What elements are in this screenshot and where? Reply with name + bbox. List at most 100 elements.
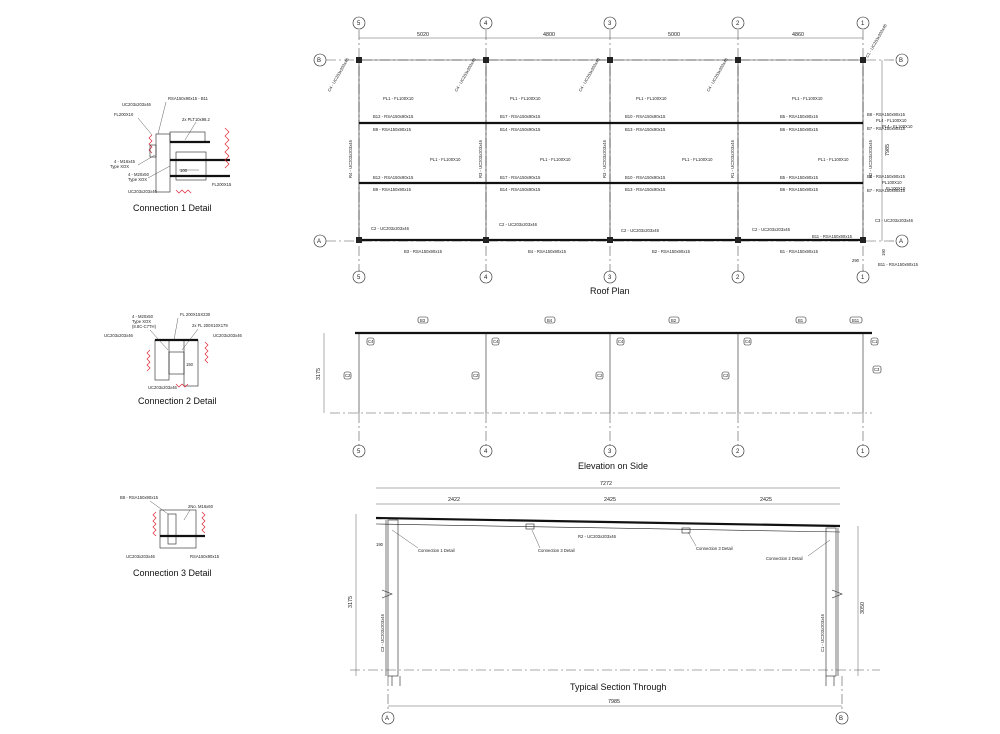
section-axis-a: A	[385, 716, 389, 722]
elev-top-tag-0: B3	[420, 318, 426, 323]
conn2-label-5: UC203x203x46	[104, 333, 134, 338]
plan-b-lower2-0: B9 - RSA150x90x15	[373, 187, 412, 192]
plan-c3: C3 - UC203x203x46	[875, 218, 914, 223]
conn3-label-0: B8 - RSA150x90x15	[120, 495, 159, 500]
plan-rafter-4: R2 - UC203x203x46	[868, 139, 873, 178]
elev-side-tag-0: C2	[345, 373, 351, 378]
section-width-dim: 7985	[608, 699, 620, 705]
conn3-label-3: RSA150x90x15	[190, 554, 220, 559]
elev-grid-3: 3	[608, 449, 612, 455]
section-col-left: C3 - UC203x203x46	[380, 613, 385, 652]
grid-col-3-top: 3	[608, 21, 612, 27]
plan-b-lower-1: B17 - RSA150x90x15	[500, 175, 541, 180]
plan-b-bottom-2: B2 - RSA150x90x15	[652, 249, 691, 254]
plan-b-lower2-3: B6 - RSA150x90x15	[780, 187, 819, 192]
grid-col-5-top: 5	[357, 21, 361, 27]
conn1-label-7: Type XOX	[128, 177, 147, 182]
elev-col-tag-3: C4	[745, 339, 751, 344]
plan-rafter-0: R4 - UC203x203x46	[348, 139, 353, 178]
grid-row-b-right: B	[899, 58, 903, 64]
plan-b-lower-2: B10 - RSA150x90x15	[625, 175, 666, 180]
plan-right-6: FL100X10	[886, 186, 906, 191]
plan-c2-0: C2 - UC203x203x46	[371, 226, 410, 231]
conn1-label-6: 4 - M20x50	[128, 172, 150, 177]
plan-col-label-1: C4 - UC203x203x46	[454, 57, 478, 93]
plan-b-upper2-1: B14 - RSA150x90x15	[500, 127, 541, 132]
plan-pl-upper-1: PL1 - FL100X10	[510, 96, 541, 101]
plan-b-lower2-2: B13 - RSA150x90x15	[625, 187, 666, 192]
plan-pl-upper-3: PL1 - FL100X10	[792, 96, 823, 101]
section-span-2: 2425	[760, 497, 772, 503]
plan-b-lower-0: B12 - RSA150x90x15	[373, 175, 414, 180]
elevation-on-side: 3175 B3 B4 B2 B1 B11 C4 C4 C4 C4 C1 C2 C…	[316, 316, 882, 471]
grid-col-4-bottom: 4	[484, 275, 488, 281]
elev-side-tag-1: C2	[473, 373, 479, 378]
plan-b-bottom-0: B3 - RSA150x90x15	[404, 249, 443, 254]
plan-right-5: PL100X10	[882, 180, 902, 185]
plan-pl-lower-2: PL1 - FL100X10	[682, 157, 713, 162]
section-axis-b: B	[839, 716, 843, 722]
elev-grid-1: 1	[861, 449, 865, 455]
plan-b-upper-2: B10 - RSA150x90x15	[625, 114, 666, 119]
typical-section: 7272 2422 2425 2425 R2 - UC203x203x46 Co…	[348, 481, 880, 725]
plan-col-label-4: C1 - UC203x203x46	[865, 23, 889, 59]
elev-col-tag-4: C1	[872, 339, 878, 344]
elev-col-tag-1: C4	[493, 339, 499, 344]
conn2-label-7: UC203x203x46	[148, 385, 178, 390]
conn1-label-0: RSA150x90x15 - B11	[168, 96, 209, 101]
grid-col-5-bottom: 5	[357, 275, 361, 281]
plan-right-4: B8 - RSA150x90x15	[867, 174, 906, 179]
conn2-title: Connection 2 Detail	[138, 396, 217, 406]
grid-col-2-bottom: 2	[736, 275, 740, 281]
conn3-title: Connection 3 Detail	[133, 568, 212, 578]
plan-b-lower2-1: B14 - RSA150x90x15	[500, 187, 541, 192]
conn2-label-0: FL 200X15X230	[180, 312, 211, 317]
elev-col-tag-2: C4	[618, 339, 624, 344]
plan-right-1: PL4 - FL100X10	[876, 118, 907, 123]
plan-pl-lower-3: PL1 - FL100X10	[818, 157, 849, 162]
conn1-label-10: 100	[180, 168, 188, 173]
plan-corner-3: 190	[881, 248, 886, 256]
plan-b-upper-3: B5 - RSA150x90x15	[780, 114, 819, 119]
plan-b-bottom-3: B1 - RSA150x90x15	[780, 249, 819, 254]
plan-b-bottom-1: B4 - RSA150x90x15	[528, 249, 567, 254]
grid-row-a-left: A	[317, 239, 321, 245]
section-callout-3: Connection 2 Detail	[766, 556, 803, 561]
plan-dim-1: 4800	[543, 32, 555, 38]
plan-pl-lower-0: PL1 - FL100X10	[430, 157, 461, 162]
grid-col-1-bottom: 1	[861, 275, 865, 281]
conn2-label-4: 2x FL 200X10X179	[192, 323, 228, 328]
section-height-left: 3175	[348, 596, 354, 608]
plan-b-upper-0: B12 - RSA150x90x15	[373, 114, 414, 119]
plan-dim-3: 4860	[792, 32, 804, 38]
grid-row-b-left: B	[317, 58, 321, 64]
conn2-label-3: (8.8C-C7TH)	[132, 324, 157, 329]
conn1-label-8: UC203x203x46	[128, 189, 158, 194]
elev-grid-5: 5	[357, 449, 361, 455]
connection-3-detail: B8 - RSA150x90x15 2No. M16x60 UC203x203x…	[120, 495, 220, 578]
plan-b-upper-1: B17 - RSA150x90x15	[500, 114, 541, 119]
plan-right-7: B7 - RSA150x90x15	[867, 188, 906, 193]
section-callout-0: Connection 1 Detail	[418, 548, 455, 553]
plan-dim-0: 5020	[417, 32, 429, 38]
grid-col-3-bottom: 3	[608, 275, 612, 281]
grid-row-a-right: A	[899, 239, 903, 245]
section-height-right: 3050	[860, 602, 866, 614]
roof-plan-top-grid: 5 4 3 2 1	[352, 16, 870, 30]
section-title: Typical Section Through	[570, 682, 666, 692]
elev-top-tag-2: B2	[671, 318, 677, 323]
grid-col-1-top: 1	[861, 21, 865, 27]
plan-pl-upper-2: PL1 - FL100X10	[636, 96, 667, 101]
elev-height-dim: 3175	[316, 368, 322, 380]
roof-plan: 5 4 3 2 1 5020 4800 5000 4860 B B A A	[313, 16, 919, 296]
conn2-label-6: UC203x203x46	[213, 333, 243, 338]
conn1-label-4: 4 - M16x45	[114, 159, 136, 164]
conn1-label-2: FL200X10	[114, 112, 134, 117]
plan-c2-1: C2 - UC203x203x46	[499, 222, 538, 227]
section-span-1: 2425	[604, 497, 616, 503]
plan-b-upper2-3: B6 - RSA150x90x15	[780, 127, 819, 132]
plan-col-label-2: C4 - UC203x203x46	[578, 57, 602, 93]
plan-b-lower-3: B5 - RSA150x90x15	[780, 175, 819, 180]
elev-top-tag-3: B1	[798, 318, 804, 323]
